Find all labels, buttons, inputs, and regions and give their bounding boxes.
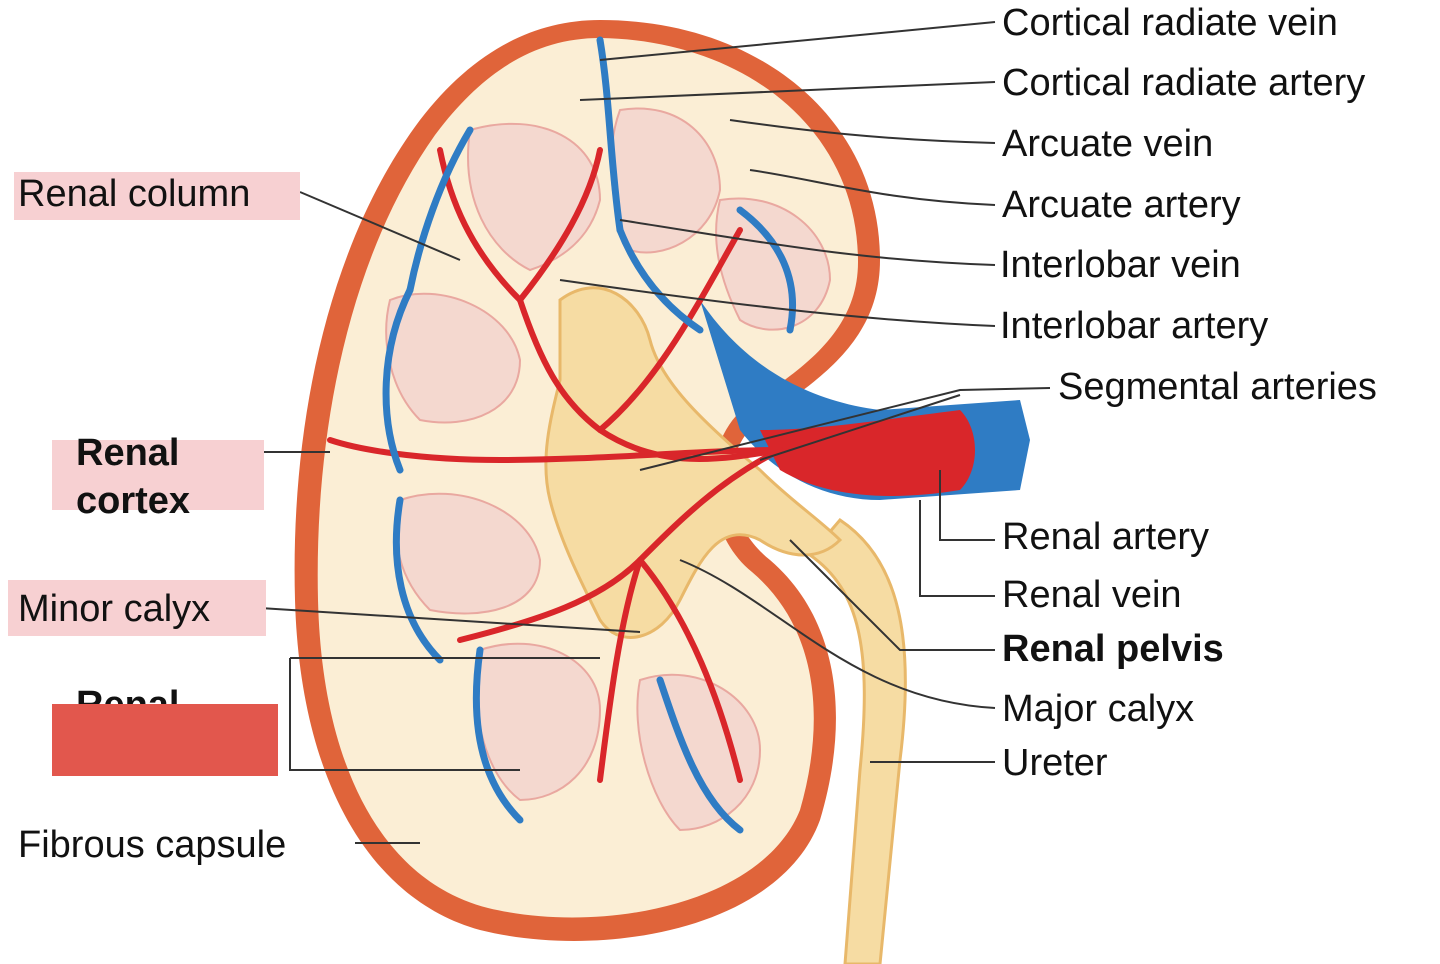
leader-lines (215, 21, 1051, 844)
label-interlobar-vein: Interlobar vein (1000, 244, 1241, 286)
label-cortical-radiate-vein: Cortical radiate vein (1002, 2, 1338, 44)
label-renal-column: Renal column (18, 173, 251, 215)
label-interlobar-artery: Interlobar artery (1000, 305, 1269, 347)
label-ureter: Ureter (1002, 742, 1108, 784)
label-minor-calyx: Minor calyx (18, 588, 211, 630)
label-arcuate-vein: Arcuate vein (1002, 123, 1214, 165)
label-renal-pelvis: Renal pelvis (1002, 628, 1224, 670)
label-renal-cortex-line2: cortex (76, 480, 191, 522)
label-cortical-radiate-artery: Cortical radiate artery (1002, 62, 1366, 104)
label-renal-vein: Renal vein (1002, 574, 1182, 616)
label-fibrous-capsule: Fibrous capsule (18, 824, 287, 866)
label-cover-box (52, 704, 278, 776)
artery-network (327, 147, 783, 783)
vein-network (382, 36, 797, 834)
renal-column-highlight (14, 172, 300, 220)
minor-calyx-highlight (8, 580, 266, 636)
label-major-calyx: Major calyx (1002, 688, 1195, 730)
renal-cortex-highlight (52, 440, 264, 510)
label-renal-cortex-line1: Renal (76, 432, 180, 474)
renal-pelvis-shape (544, 286, 843, 639)
label-arcuate-artery: Arcuate artery (1002, 184, 1241, 226)
label-renal-artery: Renal artery (1002, 516, 1209, 558)
label-segmental-arteries: Segmental arteries (1058, 366, 1377, 408)
renal-artery-vessel (760, 410, 975, 496)
